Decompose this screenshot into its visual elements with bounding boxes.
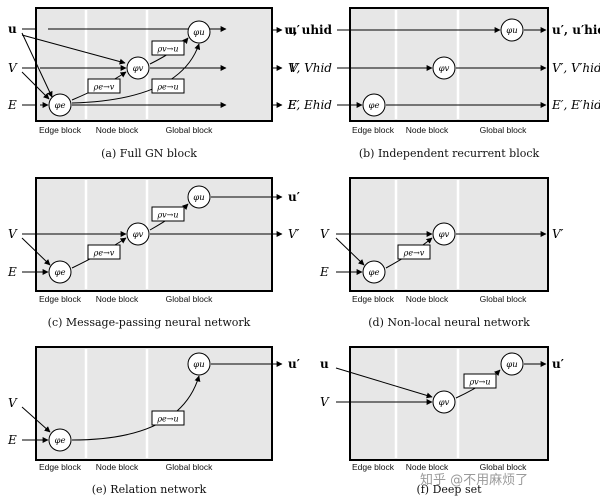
input-v: V xyxy=(8,227,18,241)
input-e: E xyxy=(7,433,17,447)
global-block-label: Global block xyxy=(480,125,528,135)
input-v: V xyxy=(8,61,18,75)
panel-b: φe φv φu u, uhid V, Vhid E, Ehid u′, u′h… xyxy=(285,7,600,160)
panel-caption: (a) Full GN block xyxy=(101,147,197,160)
node-block-label: Node block xyxy=(406,294,449,304)
panel-frame xyxy=(35,7,273,122)
panel-e: ρe→u φe φu V E u′ Edge block Node block … xyxy=(7,346,300,496)
agg-e-to-u-label: ρe→u xyxy=(156,415,178,424)
phi-u-node: φu xyxy=(506,26,517,36)
agg-v-to-u-label: ρv→u xyxy=(156,45,178,54)
phi-e-node: φe xyxy=(55,101,66,111)
edge-block-label: Edge block xyxy=(39,125,82,135)
output-v: V′, V′hid xyxy=(552,61,600,75)
input-e: E xyxy=(7,98,17,112)
input-v: V, Vhid xyxy=(290,61,332,75)
agg-e-to-v-label: ρe→v xyxy=(93,83,115,92)
input-v: V xyxy=(8,396,18,410)
phi-u-node: φu xyxy=(506,360,517,370)
global-block-label: Global block xyxy=(166,462,214,472)
agg-v-to-u-label: ρv→u xyxy=(156,211,178,220)
input-u: u, uhid xyxy=(285,23,333,37)
output-v: V′ xyxy=(552,227,564,241)
node-block-label: Node block xyxy=(96,462,139,472)
watermark-text: 知乎 @不用麻烦了 xyxy=(420,472,528,488)
phi-v-node: φv xyxy=(439,398,450,408)
phi-v-node: φv xyxy=(439,230,450,240)
output-u: u′ xyxy=(288,190,300,204)
edge-block-label: Edge block xyxy=(352,294,395,304)
panel-c: ρe→v ρv→u φe φv φu V E u′ V′ Edge block … xyxy=(7,177,300,329)
output-u: u′ xyxy=(552,357,564,371)
input-v: V xyxy=(320,227,330,241)
input-v: V xyxy=(320,395,330,409)
output-u: u′, u′hid xyxy=(552,23,600,37)
global-block-label: Global block xyxy=(166,294,214,304)
phi-u-node: φu xyxy=(193,193,204,203)
output-u: u′ xyxy=(288,357,300,371)
edge-block-label: Edge block xyxy=(352,125,395,135)
agg-e-to-v-label: ρe→v xyxy=(403,249,425,258)
input-e: E xyxy=(7,265,17,279)
output-e: E′ xyxy=(287,98,300,112)
edge-block-label: Edge block xyxy=(352,462,395,472)
output-v: V′ xyxy=(288,227,300,241)
panel-caption: (f) Deep set xyxy=(416,483,482,496)
phi-u-node: φu xyxy=(193,360,204,370)
panel-caption: (d) Non-local neural network xyxy=(368,316,530,329)
phi-v-node: φv xyxy=(439,64,450,74)
node-block-label: Node block xyxy=(96,125,139,135)
phi-u-node: φu xyxy=(193,28,204,38)
output-u: u′ xyxy=(288,23,300,37)
output-v: V′ xyxy=(288,61,300,75)
global-block-label: Global block xyxy=(480,294,528,304)
phi-e-node: φe xyxy=(369,268,380,278)
agg-e-to-v-label: ρe→v xyxy=(93,249,115,258)
input-u: u xyxy=(8,22,17,36)
input-e: E, Ehid xyxy=(287,98,333,112)
panel-f: ρv→u φv φu u V u′ Edge block Node block … xyxy=(320,346,564,496)
panel-d: ρe→v φe φv V E V′ Edge block Node block … xyxy=(319,177,564,329)
global-block-label: Global block xyxy=(480,462,528,472)
node-block-label: Node block xyxy=(406,125,449,135)
agg-v-to-u-label: ρv→u xyxy=(468,378,490,387)
edge-block-label: Edge block xyxy=(39,462,82,472)
node-block-label: Node block xyxy=(96,294,139,304)
edge-block-label: Edge block xyxy=(39,294,82,304)
global-block-label: Global block xyxy=(166,125,214,135)
phi-e-node: φe xyxy=(55,436,66,446)
output-e: E′, E′hid xyxy=(551,98,600,112)
phi-v-node: φv xyxy=(133,230,144,240)
panel-frame xyxy=(35,346,273,461)
panel-caption: (b) Independent recurrent block xyxy=(359,147,540,160)
panel-caption: (e) Relation network xyxy=(92,483,207,496)
panel-a: ρe→v ρe→u ρv→u φe φv φu u V E u′ V′ E′ E… xyxy=(7,7,300,160)
phi-v-node: φv xyxy=(133,64,144,74)
input-e: E xyxy=(319,265,329,279)
phi-e-node: φe xyxy=(55,268,66,278)
node-block-label: Node block xyxy=(406,462,449,472)
input-u: u xyxy=(320,357,329,371)
phi-e-node: φe xyxy=(369,101,380,111)
panel-caption: (c) Message-passing neural network xyxy=(48,316,251,329)
agg-e-to-u-label: ρe→u xyxy=(156,83,178,92)
